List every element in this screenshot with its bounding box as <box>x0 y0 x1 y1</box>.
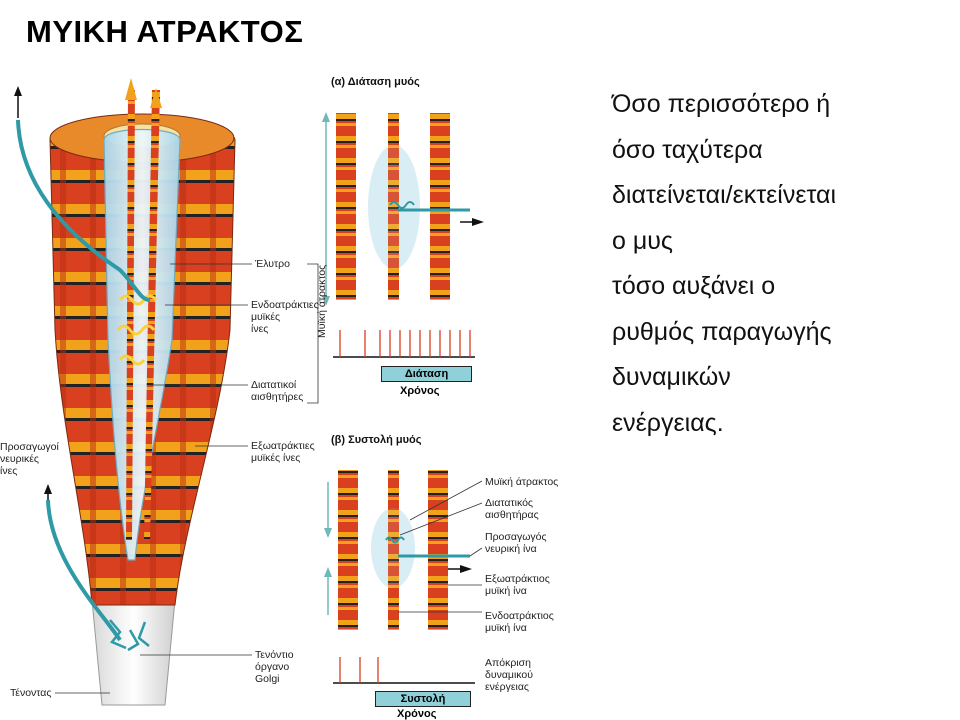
label-line: ίνες <box>251 323 269 335</box>
label-b-endo: Ενδοατράκτιος μυϊκή ίνα <box>485 610 554 634</box>
label-line: μυϊκές ίνες <box>251 452 301 464</box>
label-endo-fibers: Ενδοατράκτιες μυϊκές ίνες <box>251 299 319 335</box>
label-b-spindle: Μυϊκή άτρακτος <box>485 476 559 488</box>
label-line: Εξωατράκτιες <box>251 440 315 452</box>
description-line: δυναμικών <box>612 363 731 391</box>
label-tendon: Τένοντας <box>10 687 52 699</box>
description-line: ενέργειας. <box>612 408 724 437</box>
label-line: Golgi <box>255 673 280 685</box>
label-stretch-receptors: Διατατικοί αισθητήρες <box>251 379 303 403</box>
label-afferent-nerves: Προσαγωγοί νευρικές ίνες <box>0 441 59 477</box>
label-muscle-spindle-vertical: Μυϊκή άτρακτος <box>316 264 328 338</box>
label-line: Προσαγωγός <box>485 531 547 543</box>
label-line: ενέργειας <box>485 681 529 693</box>
label-line: αισθητήρες <box>251 391 304 403</box>
label-line: νευρική ίνα <box>485 543 537 555</box>
label-line: Εξωατράκτιος <box>485 573 550 585</box>
label-line: Διατατικοί <box>251 379 297 391</box>
page-title: ΜΥΙΚΗ ΑΤΡΑΚΤΟΣ <box>26 14 304 49</box>
label-line: ίνες <box>0 465 18 477</box>
label-line: Προσαγωγοί <box>0 441 59 453</box>
label-line: όργανο <box>255 661 290 673</box>
label-b-receptor: Διατατικός αισθητήρας <box>485 497 539 521</box>
description-line: Όσο περισσότερο ή <box>612 90 831 118</box>
panel-a-graphic <box>322 112 484 358</box>
description-line: όσο ταχύτερα <box>612 135 763 164</box>
panel-b-graphic <box>324 470 483 684</box>
label-line: Διατατικός <box>485 497 533 509</box>
label-b-afferent: Προσαγωγός νευρική ίνα <box>485 531 547 555</box>
label-line: δυναμικού <box>485 669 533 681</box>
label-line: αισθητήρας <box>485 509 539 521</box>
panel-a-stretch-bar: Διάταση <box>381 366 472 382</box>
label-b-response: Απόκριση δυναμικού ενέργειας <box>485 657 533 693</box>
panel-a-time-label: Χρόνος <box>400 385 440 397</box>
label-b-exo: Εξωατράκτιος μυϊκή ίνα <box>485 573 550 597</box>
description-line: διατείνεται/εκτείνεται <box>612 181 837 209</box>
description-text: Όσο περισσότερο ή όσο ταχύτερα διατείνετ… <box>612 82 952 446</box>
description-line: ρυθμός παραγωγής <box>612 317 832 346</box>
label-line: μυϊκή ίνα <box>485 585 527 597</box>
label-line: Ενδοατράκτιες <box>251 299 319 311</box>
label-exo-fibers: Εξωατράκτιες μυϊκές ίνες <box>251 440 315 464</box>
description-line: τόσο αυξάνει ο <box>612 272 776 300</box>
label-line: Απόκριση <box>485 657 531 669</box>
panel-b-time-label: Χρόνος <box>397 708 437 720</box>
label-line: μυϊκές <box>251 311 281 323</box>
label-line: μυϊκή ίνα <box>485 622 527 634</box>
label-elytro: Έλυτρο <box>255 258 290 270</box>
description-line: ο μυς <box>612 226 673 255</box>
panel-b-contraction-bar: Συστολή <box>375 691 471 707</box>
panel-b-title: (β) Συστολή μυός <box>331 434 422 446</box>
label-line: νευρικές <box>0 453 39 465</box>
panel-a-title: (α) Διάταση μυός <box>331 76 420 88</box>
label-line: Τενόντιο <box>255 649 294 661</box>
label-line: Ενδοατράκτιος <box>485 610 554 622</box>
label-golgi-organ: Τενόντιο όργανο Golgi <box>255 649 294 685</box>
